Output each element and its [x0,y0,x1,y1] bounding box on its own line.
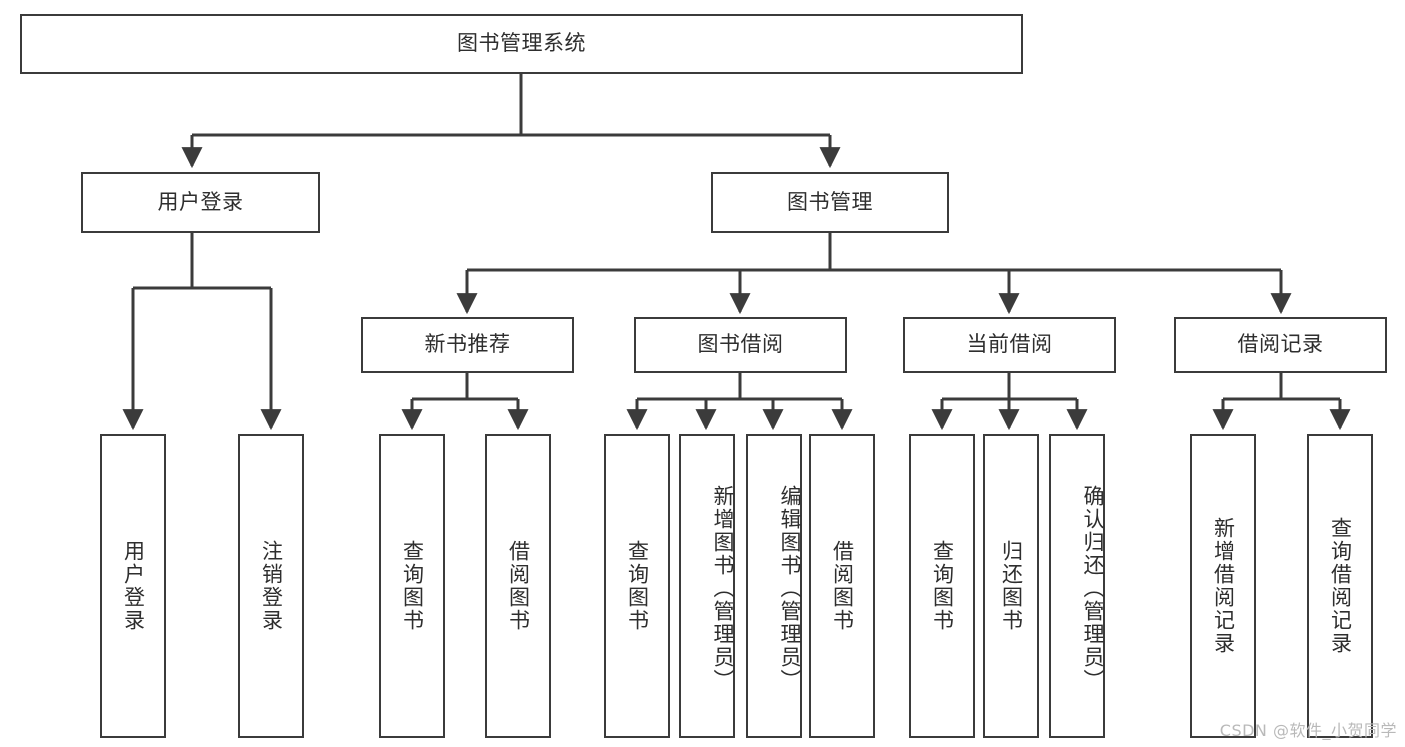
leaf-confirm-return[interactable]: 确认归还（管理员） [1049,434,1105,738]
node-book-manage[interactable]: 图书管理 [711,172,949,233]
node-new-book-rec[interactable]: 新书推荐 [361,317,574,373]
leaf-user-login[interactable]: 用户登录 [100,434,166,738]
leaf-edit-book[interactable]: 编辑图书（管理员） [746,434,802,738]
leaf-borrow-book-1[interactable]: 借阅图书 [485,434,551,738]
node-user-login[interactable]: 用户登录 [81,172,320,233]
leaf-borrow-book-2[interactable]: 借阅图书 [809,434,875,738]
node-book-borrow[interactable]: 图书借阅 [634,317,847,373]
leaf-logout[interactable]: 注销登录 [238,434,304,738]
node-current-borrow[interactable]: 当前借阅 [903,317,1116,373]
leaf-query-record[interactable]: 查询借阅记录 [1307,434,1373,738]
leaf-query-book-3[interactable]: 查询图书 [909,434,975,738]
node-borrow-record[interactable]: 借阅记录 [1174,317,1387,373]
node-root[interactable]: 图书管理系统 [20,14,1023,74]
leaf-query-book-2[interactable]: 查询图书 [604,434,670,738]
leaf-query-book-1[interactable]: 查询图书 [379,434,445,738]
leaf-return-book[interactable]: 归还图书 [983,434,1039,738]
watermark: CSDN @软件_小贺同学 [1219,721,1397,740]
leaf-add-book[interactable]: 新增图书（管理员） [679,434,735,738]
leaf-add-record[interactable]: 新增借阅记录 [1190,434,1256,738]
